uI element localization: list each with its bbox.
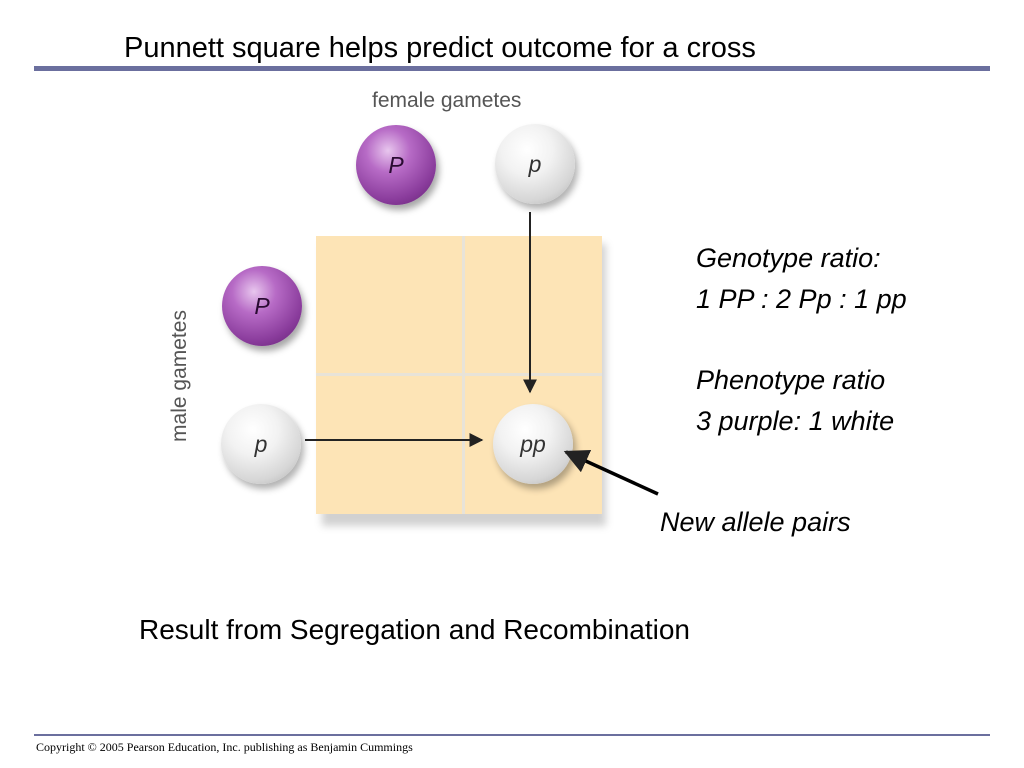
female-gamete-recessive: p bbox=[495, 124, 575, 204]
phenotype-ratio-value: 3 purple: 1 white bbox=[696, 406, 895, 436]
male-gamete-recessive: p bbox=[221, 404, 301, 484]
phenotype-ratio-title: Phenotype ratio bbox=[696, 365, 886, 395]
copyright-notice: Copyright © 2005 Pearson Education, Inc.… bbox=[36, 740, 413, 754]
result-text: Result from Segregation and Recombinatio… bbox=[139, 614, 690, 645]
genotype-ratio-title: Genotype ratio: bbox=[696, 243, 881, 273]
slide-title: Punnett square helps predict outcome for… bbox=[124, 32, 756, 64]
footer-rule bbox=[34, 734, 990, 736]
punnett-grid-divider-horizontal bbox=[316, 373, 602, 376]
male-gamete-dominant: P bbox=[222, 266, 302, 346]
title-rule bbox=[34, 66, 990, 71]
female-gametes-label: female gametes bbox=[372, 89, 522, 112]
offspring-pp: pp bbox=[493, 404, 573, 484]
male-gametes-label: male gametes bbox=[168, 310, 191, 442]
new-allele-pairs-label: New allele pairs bbox=[660, 507, 851, 537]
female-gamete-dominant: P bbox=[356, 125, 436, 205]
genotype-ratio-value: 1 PP : 2 Pp : 1 pp bbox=[696, 284, 907, 314]
